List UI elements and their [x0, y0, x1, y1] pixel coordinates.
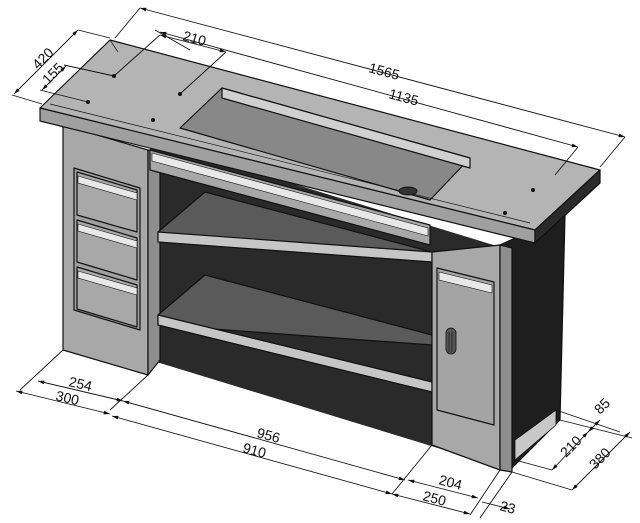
drawer-stack: [73, 167, 141, 331]
dim-plinth-height: 85: [591, 395, 613, 417]
cabinet-door[interactable]: [436, 267, 495, 426]
workbench-model: [39, 39, 601, 473]
dim-plinth-depth: 210: [557, 432, 585, 460]
plinth-recess: [514, 409, 557, 461]
drawer-1-handle[interactable]: [77, 175, 138, 201]
dim-opening-inner: 910: [241, 439, 268, 461]
dim-left-pedestal-outer: 300: [54, 387, 81, 408]
mount-hole: [531, 188, 535, 192]
drawer-3-handle[interactable]: [77, 270, 138, 296]
drawer-3[interactable]: [76, 266, 138, 328]
dim-inner-tray-length: 1135: [387, 85, 420, 108]
center-drawer[interactable]: [149, 149, 431, 246]
dimension-annotations: 1565 1135 210 420 155 254 300 956 910: [11, 7, 633, 519]
dim-pedestal-depth: 380: [586, 444, 614, 472]
drain-hole: [398, 186, 418, 196]
dim-right-pedestal-outer: 250: [421, 487, 448, 509]
center-drawer-handle[interactable]: [151, 152, 429, 237]
dim-side-offset: 23: [498, 497, 517, 517]
lock-handle-icon[interactable]: [445, 327, 457, 355]
mount-hole: [503, 211, 507, 215]
mount-hole: [151, 118, 155, 122]
drawer-2-handle[interactable]: [77, 223, 138, 249]
dim-overall-length: 1565: [367, 59, 401, 83]
dim-hole-spacing: 210: [181, 27, 208, 49]
drawer-1[interactable]: [76, 171, 138, 233]
dim-left-pedestal-inner: 254: [67, 373, 94, 394]
drawer-2[interactable]: [76, 219, 138, 281]
dim-right-pedestal-inner: 204: [437, 471, 464, 493]
shelves: [157, 191, 433, 393]
